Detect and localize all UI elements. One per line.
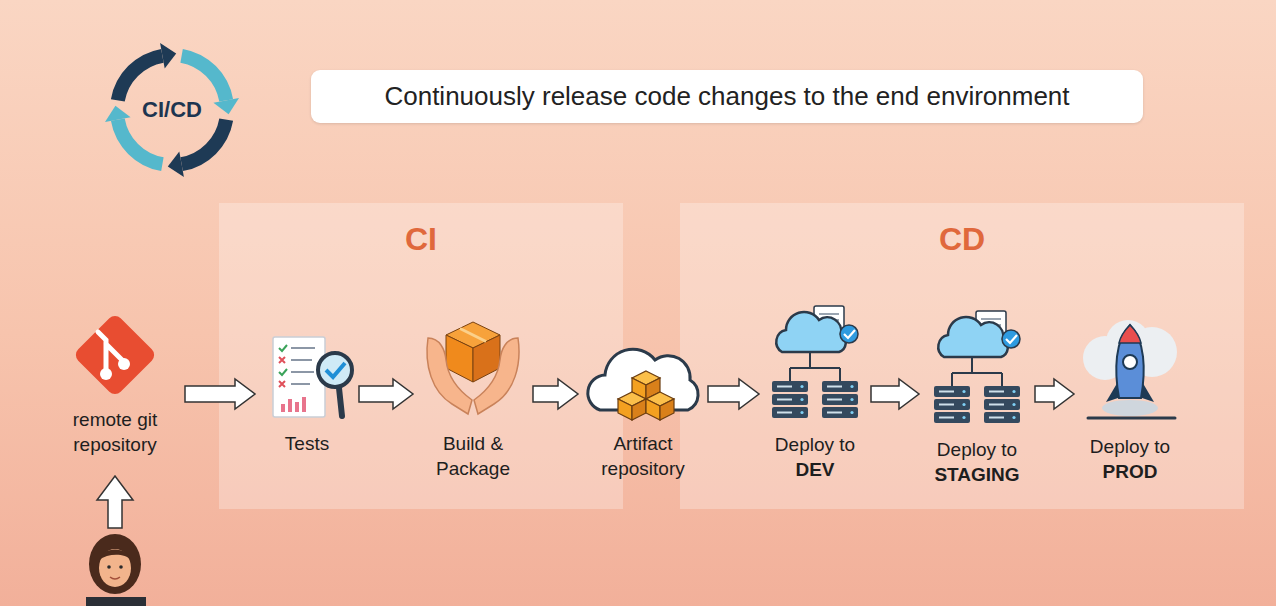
step-label: DEV — [795, 457, 834, 482]
package-icon — [460, 329, 486, 342]
cycle-logo — [118, 56, 226, 164]
test-report-icon — [339, 388, 342, 416]
git-logo — [73, 313, 158, 398]
test-report-icon — [291, 348, 315, 384]
developer-figure — [110, 577, 120, 579]
artifact-cloud-icon — [646, 399, 660, 420]
cycle-logo — [182, 56, 227, 101]
test-report-icon — [279, 369, 287, 375]
step-label: STAGING — [934, 462, 1019, 487]
flow-arrow — [1035, 379, 1074, 409]
dev-deploy-icon — [772, 306, 858, 418]
ci-panel-fill — [219, 203, 623, 509]
rocket-icon — [1102, 400, 1158, 416]
step-label: Artifact repository — [588, 431, 698, 481]
developer-figure — [119, 565, 123, 569]
cycle-arrowheads — [105, 106, 131, 122]
pipeline-step: Tests — [259, 334, 355, 460]
test-report-icon — [318, 353, 352, 387]
rocket-icon — [1116, 325, 1143, 398]
flow-arrow — [533, 379, 578, 409]
cycle-logo — [118, 56, 163, 101]
flow-arrow — [359, 379, 413, 409]
git-logo — [118, 358, 130, 370]
test-report-icon — [273, 337, 352, 417]
logo-label: CI/CD — [122, 96, 222, 124]
artifact-cloud-icon — [632, 399, 646, 420]
push-arrow — [97, 476, 133, 528]
developer-figure — [86, 597, 146, 606]
test-report-icon — [302, 397, 306, 412]
cycle-arrowheads — [213, 98, 239, 114]
step-label: remote git repository — [55, 407, 175, 457]
stage-panel: CI Tests Build & Package — [219, 203, 623, 509]
cycle-arrowheads — [168, 151, 184, 177]
cycle-arrowheads — [160, 43, 176, 69]
step-label: PROD — [1103, 459, 1158, 484]
test-report-icon — [326, 363, 345, 377]
developer-figure — [89, 534, 141, 594]
artifact-cloud-icon — [618, 399, 632, 420]
hands-icon — [427, 338, 472, 414]
hands-icon — [474, 338, 519, 414]
test-report-icon — [288, 399, 292, 412]
package-icon — [446, 322, 500, 382]
git-logo — [73, 313, 158, 398]
title-banner: Continuously release code changes to the… — [311, 70, 1143, 123]
flow-arrow — [871, 379, 919, 409]
rocket-icon — [1119, 325, 1141, 343]
developer-figure — [107, 565, 111, 569]
test-report-icon — [273, 337, 325, 417]
test-report-icon — [295, 402, 299, 412]
panel-heading: CD — [939, 221, 985, 257]
panel-heading: CI — [405, 221, 437, 257]
developer-figure — [99, 549, 131, 587]
step-label: Tests — [285, 431, 329, 456]
flow-arrow — [708, 379, 759, 409]
flow-arrow — [185, 379, 255, 409]
cd-panel-fill — [680, 203, 1244, 509]
pipeline-step: remote git repository — [49, 316, 181, 461]
pipeline-step: Artifact repository — [582, 345, 704, 485]
rocket-icon — [1123, 355, 1137, 369]
staging-deploy-icon — [934, 311, 1020, 423]
stage-panel: CDDeploy toDEVDeploy toSTAGINGDeploy toP… — [680, 203, 1244, 509]
artifact-cloud-icon — [660, 399, 674, 420]
artifact-cloud-icon — [588, 349, 698, 420]
cycle-logo — [182, 120, 227, 165]
artifact-cloud-icon — [618, 371, 674, 420]
pipeline-step: Deploy toDEV — [763, 305, 867, 486]
pipeline-step: Deploy toSTAGING — [923, 310, 1031, 491]
test-report-icon — [281, 404, 285, 412]
pipeline-step: Build & Package — [417, 320, 529, 485]
step-label: Deploy to — [775, 432, 855, 457]
test-report-icon — [279, 345, 287, 351]
test-report-icon — [279, 381, 285, 387]
cycle-logo — [118, 120, 163, 165]
rocket-icon — [1083, 320, 1177, 418]
pipeline-step: Deploy toPROD — [1078, 325, 1182, 488]
step-label: Deploy to — [937, 437, 1017, 462]
developer-figure — [86, 534, 146, 606]
rocket-icon — [1088, 417, 1175, 420]
step-label: Deploy to — [1090, 434, 1170, 459]
git-logo — [100, 368, 112, 380]
developer-figure — [99, 550, 131, 561]
cycle-arrowheads — [105, 43, 239, 177]
test-report-icon — [279, 357, 285, 363]
step-label: Build & Package — [423, 431, 523, 481]
hands-icon — [427, 338, 519, 414]
